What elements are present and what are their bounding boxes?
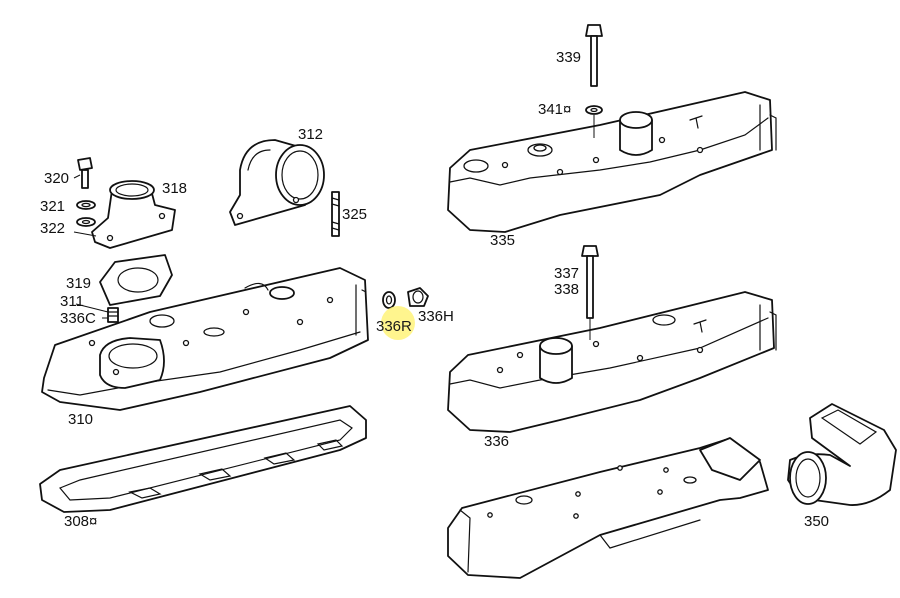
bolt-337[interactable]: [581, 245, 599, 340]
plug-336h[interactable]: [407, 287, 429, 307]
label-335[interactable]: 335: [490, 232, 515, 249]
bolt-320[interactable]: [77, 157, 93, 189]
lock-washer-321[interactable]: [76, 200, 96, 210]
label-319[interactable]: 319: [66, 275, 91, 292]
label-336h[interactable]: 336H: [418, 308, 454, 325]
washer-322[interactable]: [73, 217, 97, 237]
label-311[interactable]: 311: [60, 293, 84, 310]
label-310[interactable]: 310: [68, 411, 93, 428]
bolt-339[interactable]: [585, 24, 603, 87]
valve-cover-335[interactable]: [447, 91, 777, 233]
thermostat-elbow-312[interactable]: [229, 139, 325, 226]
label-337[interactable]: 337: [554, 265, 579, 282]
label-336c[interactable]: 336C: [60, 310, 96, 327]
valve-cover-336[interactable]: [447, 291, 777, 433]
label-350[interactable]: 350: [804, 513, 829, 530]
highlight-336r: [381, 306, 415, 340]
gasket-319[interactable]: [99, 254, 173, 306]
label-338[interactable]: 338: [554, 281, 579, 298]
water-outlet-318[interactable]: [91, 180, 176, 249]
stud-325[interactable]: [331, 191, 340, 237]
label-321[interactable]: 321: [40, 198, 65, 215]
label-318[interactable]: 318: [162, 180, 187, 197]
label-336r[interactable]: 336R: [376, 318, 412, 335]
valve-cover-310[interactable]: [41, 267, 369, 411]
label-312[interactable]: 312: [298, 126, 323, 143]
label-322[interactable]: 322: [40, 220, 65, 237]
label-341[interactable]: 341¤: [538, 101, 571, 118]
label-325[interactable]: 325: [342, 206, 367, 223]
washer-341[interactable]: [585, 105, 603, 138]
label-308[interactable]: 308¤: [64, 513, 97, 530]
seal-ring-336r[interactable]: [382, 291, 396, 309]
label-336[interactable]: 336: [484, 433, 509, 450]
label-320[interactable]: 320: [44, 170, 69, 187]
label-339[interactable]: 339: [556, 49, 581, 66]
sleeve-336c[interactable]: [107, 307, 119, 323]
gasket-308[interactable]: [39, 405, 367, 513]
head-cover-lower[interactable]: [447, 437, 769, 579]
intake-elbow-350[interactable]: [787, 403, 897, 506]
